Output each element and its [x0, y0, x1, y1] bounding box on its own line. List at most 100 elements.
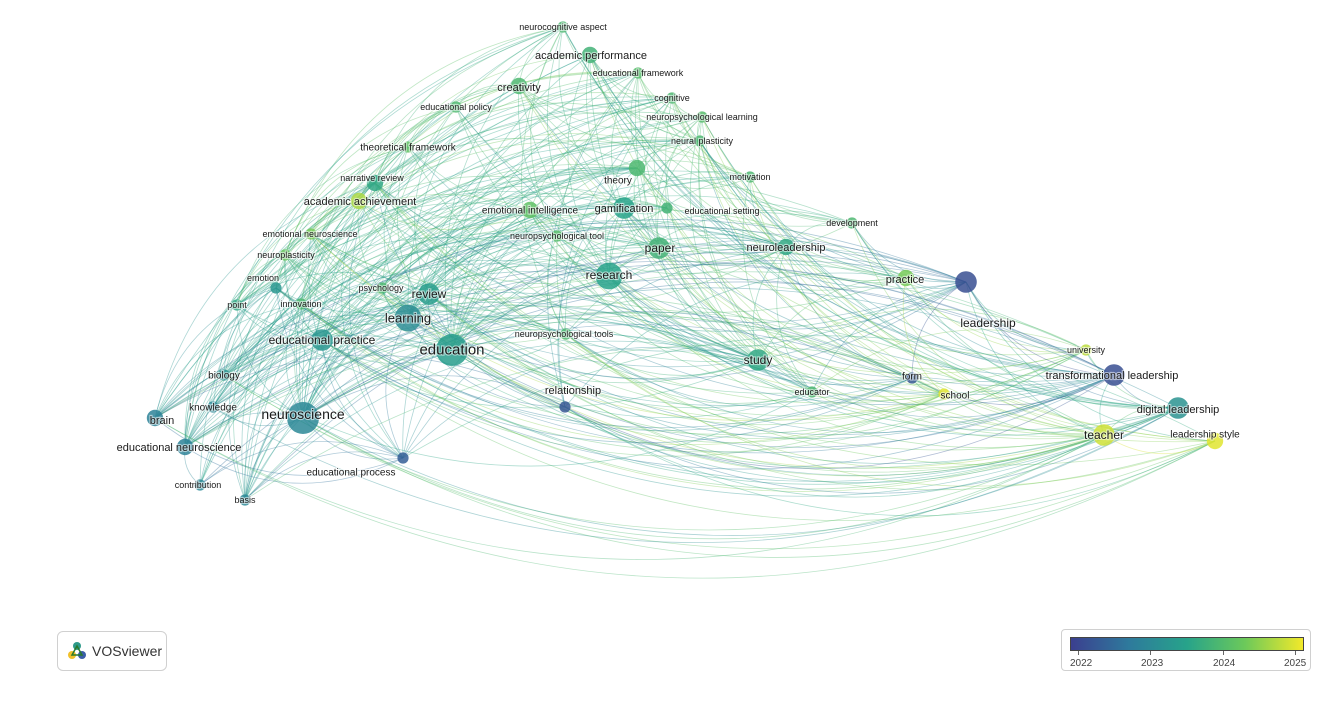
node-neuropsychological-tool[interactable]: [551, 230, 563, 242]
network-link: [630, 72, 668, 209]
node-psychology[interactable]: [376, 282, 388, 294]
network-link: [637, 72, 853, 224]
node-neuroscience[interactable]: [287, 402, 319, 434]
node-emotional-neuroscience[interactable]: [305, 228, 317, 240]
node-innovation[interactable]: [295, 298, 307, 310]
node-relationship[interactable]: [559, 401, 571, 413]
network-link: [623, 207, 1105, 438]
node-educational-process[interactable]: [397, 452, 409, 464]
network-link: [154, 314, 409, 419]
network-link: [671, 97, 751, 178]
network-link: [407, 140, 701, 319]
network-link: [451, 176, 751, 351]
node-development[interactable]: [846, 217, 858, 229]
node-neuropsychological-learning[interactable]: [696, 111, 708, 123]
network-link: [321, 116, 703, 341]
node-biology[interactable]: [218, 369, 230, 381]
label-educational-process: educational process: [307, 468, 396, 479]
network-link: [518, 85, 853, 227]
network-link: [757, 277, 907, 361]
node-transformational-leadership[interactable]: [1103, 364, 1125, 386]
network-link: [407, 26, 564, 319]
network-link: [275, 287, 1087, 435]
node-neural-plasticity[interactable]: [694, 135, 706, 147]
network-link: [911, 281, 967, 379]
node-contribution[interactable]: [194, 479, 206, 491]
network-link: [407, 146, 759, 361]
node-brain[interactable]: [146, 409, 164, 427]
node-neuropsychological-tools[interactable]: [560, 328, 572, 340]
node-academic-performance[interactable]: [581, 46, 599, 64]
node-teacher[interactable]: [1093, 424, 1115, 446]
node-motivation[interactable]: [744, 171, 756, 183]
network-link: [244, 85, 520, 501]
node-university[interactable]: [1080, 344, 1092, 356]
network-link: [275, 202, 531, 289]
node-practice[interactable]: [897, 269, 915, 287]
network-link: [608, 234, 787, 277]
network-link: [212, 235, 558, 408]
network-link: [300, 303, 945, 446]
network-link: [275, 287, 430, 313]
network-link: [402, 167, 638, 459]
network-link: [236, 271, 430, 306]
node-cognitive[interactable]: [666, 92, 678, 104]
network-link: [428, 167, 638, 295]
node-leadership[interactable]: [955, 271, 977, 293]
node-creativity[interactable]: [510, 77, 528, 95]
network-link: [658, 247, 1105, 440]
node-review[interactable]: [418, 283, 440, 305]
network-link: [558, 97, 673, 408]
label-leadership: leadership: [960, 316, 1016, 330]
network-link: [374, 85, 520, 184]
network-link: [811, 329, 1087, 393]
node-study[interactable]: [747, 349, 769, 371]
node-neurocognitive-aspect[interactable]: [557, 21, 569, 33]
node-school[interactable]: [938, 388, 950, 400]
network-link: [565, 248, 967, 335]
node-leadership-style[interactable]: [1206, 432, 1224, 450]
network-link: [749, 176, 945, 395]
node-emotion[interactable]: [270, 282, 282, 294]
node-neuroleadership[interactable]: [777, 238, 795, 256]
network-link: [699, 140, 967, 283]
node-academic-achievement[interactable]: [350, 192, 368, 210]
node-educational-setting[interactable]: [661, 202, 673, 214]
node-educational-policy[interactable]: [450, 101, 462, 113]
node-digital-leadership[interactable]: [1167, 397, 1189, 419]
node-learning[interactable]: [394, 304, 422, 332]
node-paper[interactable]: [648, 237, 670, 259]
network-link: [236, 186, 668, 306]
node-basis[interactable]: [239, 494, 251, 506]
network-link: [154, 139, 701, 419]
network-link: [302, 321, 759, 419]
network-link: [407, 146, 625, 216]
network-link: [451, 207, 625, 351]
node-knowledge[interactable]: [207, 401, 219, 413]
node-educational-neuroscience[interactable]: [176, 438, 194, 456]
node-theoretical-framework[interactable]: [402, 141, 414, 153]
network-link: [564, 406, 1216, 517]
node-neuroplasticity[interactable]: [279, 249, 291, 261]
network-link: [302, 167, 638, 419]
network-link: [658, 247, 759, 361]
node-research[interactable]: [595, 262, 623, 290]
node-education[interactable]: [436, 334, 468, 366]
node-educational-framework[interactable]: [632, 67, 644, 79]
network-link: [184, 317, 409, 448]
node-narrative-review[interactable]: [366, 174, 384, 192]
node-educational-practice[interactable]: [311, 329, 333, 351]
network-link: [154, 251, 1087, 419]
node-gamification[interactable]: [613, 197, 635, 219]
node-form[interactable]: [906, 372, 918, 384]
node-point[interactable]: [231, 299, 243, 311]
node-educator[interactable]: [806, 386, 818, 398]
node-emotional-intelligence[interactable]: [521, 201, 539, 219]
node-theory[interactable]: [628, 159, 646, 177]
network-link: [636, 167, 967, 290]
network-link: [608, 275, 1179, 436]
label-transformational-leadership: transformational leadership: [1046, 370, 1179, 382]
network-link: [212, 406, 1179, 543]
network-link: [407, 317, 1115, 448]
label-school: school: [941, 391, 970, 402]
